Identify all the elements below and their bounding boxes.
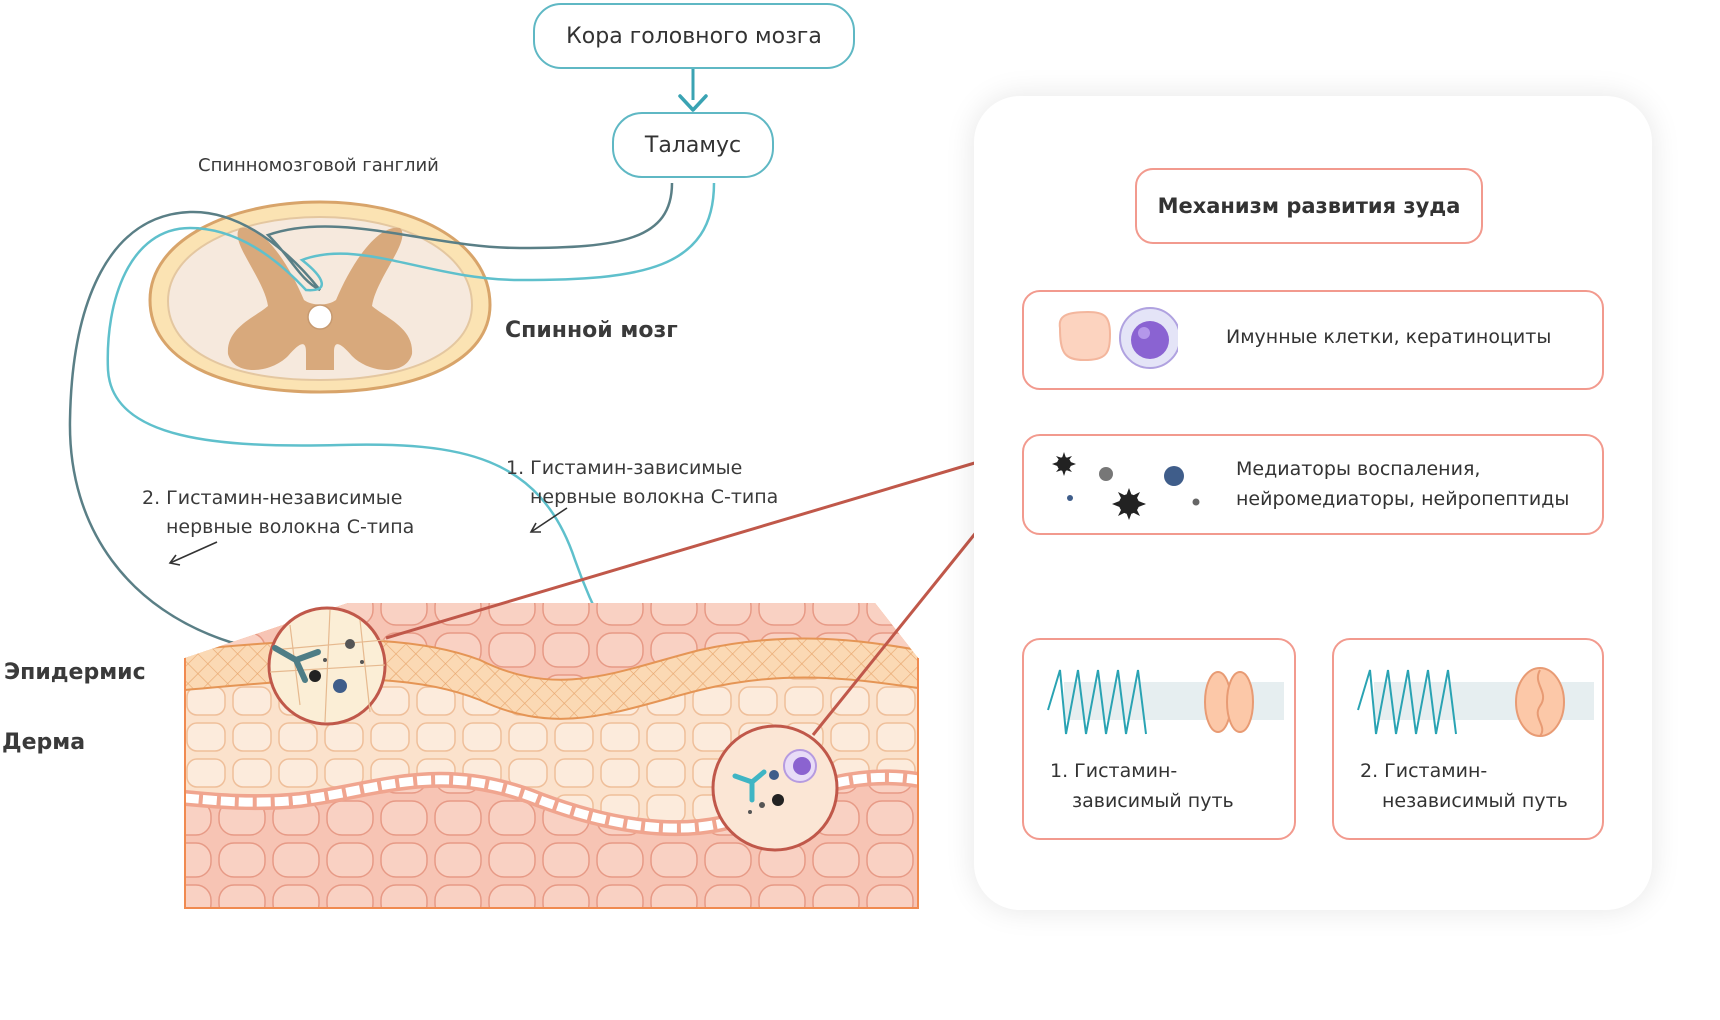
cells-icons — [1058, 307, 1178, 369]
thalamus-label: Таламус — [644, 132, 742, 158]
path2-box: 2. Гистамин- независимый путь — [1332, 638, 1604, 840]
spinal-cord-illustration — [148, 200, 492, 394]
ion-channel-open-icon — [1515, 667, 1565, 737]
path1-signal-icon — [1047, 669, 1284, 735]
cells-box: Имунные клетки, кератиноциты — [1022, 290, 1604, 390]
mechanism-title-box: Механизм развития зуда — [1135, 168, 1483, 244]
gray-matter — [227, 227, 413, 370]
path1-label: 1. Гистамин- зависимый путь — [1050, 760, 1234, 812]
mediator-spiky-icon-2 — [1112, 488, 1146, 520]
ganglion-label: Спинномозговой ганглий — [198, 155, 439, 176]
label-pointers — [168, 507, 568, 566]
magnifier-dermis — [711, 724, 839, 852]
mechanism-title: Механизм развития зуда — [1157, 194, 1461, 218]
histamine-dependent-fiber-label: 1. Гистамин-зависимые нервные волокна С-… — [506, 457, 779, 508]
mediators-label: Медиаторы воспаления, нейромедиаторы, не… — [1236, 458, 1570, 510]
mediators-icons — [1052, 452, 1200, 520]
path1-box: 1. Гистамин- зависимый путь — [1022, 638, 1296, 840]
cells-label: Имунные клетки, кератиноциты — [1226, 326, 1552, 348]
path2-signal-icon — [1357, 667, 1594, 737]
thalamus-box: Таламус — [612, 112, 774, 178]
epidermis-label: Эпидермис — [4, 660, 146, 685]
path2-label: 2. Гистамин- независимый путь — [1360, 760, 1568, 812]
dermis-label: Дерма — [2, 730, 86, 755]
magnifier-epidermis — [267, 606, 387, 726]
spinal-cord-label: Спинной мозг — [505, 318, 678, 343]
central-canal — [307, 304, 333, 330]
down-arrowhead — [678, 94, 708, 112]
zoom-connector-top — [385, 460, 979, 640]
mediator-spiky-icon — [1052, 452, 1076, 476]
zoom-connector-bottom — [811, 529, 980, 736]
histamine-dependent-fiber — [106, 182, 741, 787]
mediators-box: Медиаторы воспаления, нейромедиаторы, не… — [1022, 434, 1604, 535]
keratinocyte-icon — [1058, 310, 1112, 362]
histamine-independent-fiber — [68, 182, 674, 656]
cortex-label: Кора головного мозга — [566, 23, 822, 49]
cortex-box: Кора головного мозга — [533, 3, 855, 69]
histamine-independent-fiber-label: 2. Гистамин-независимые нервные волокна … — [142, 487, 415, 538]
ion-channel-closed-icon — [1204, 671, 1254, 733]
